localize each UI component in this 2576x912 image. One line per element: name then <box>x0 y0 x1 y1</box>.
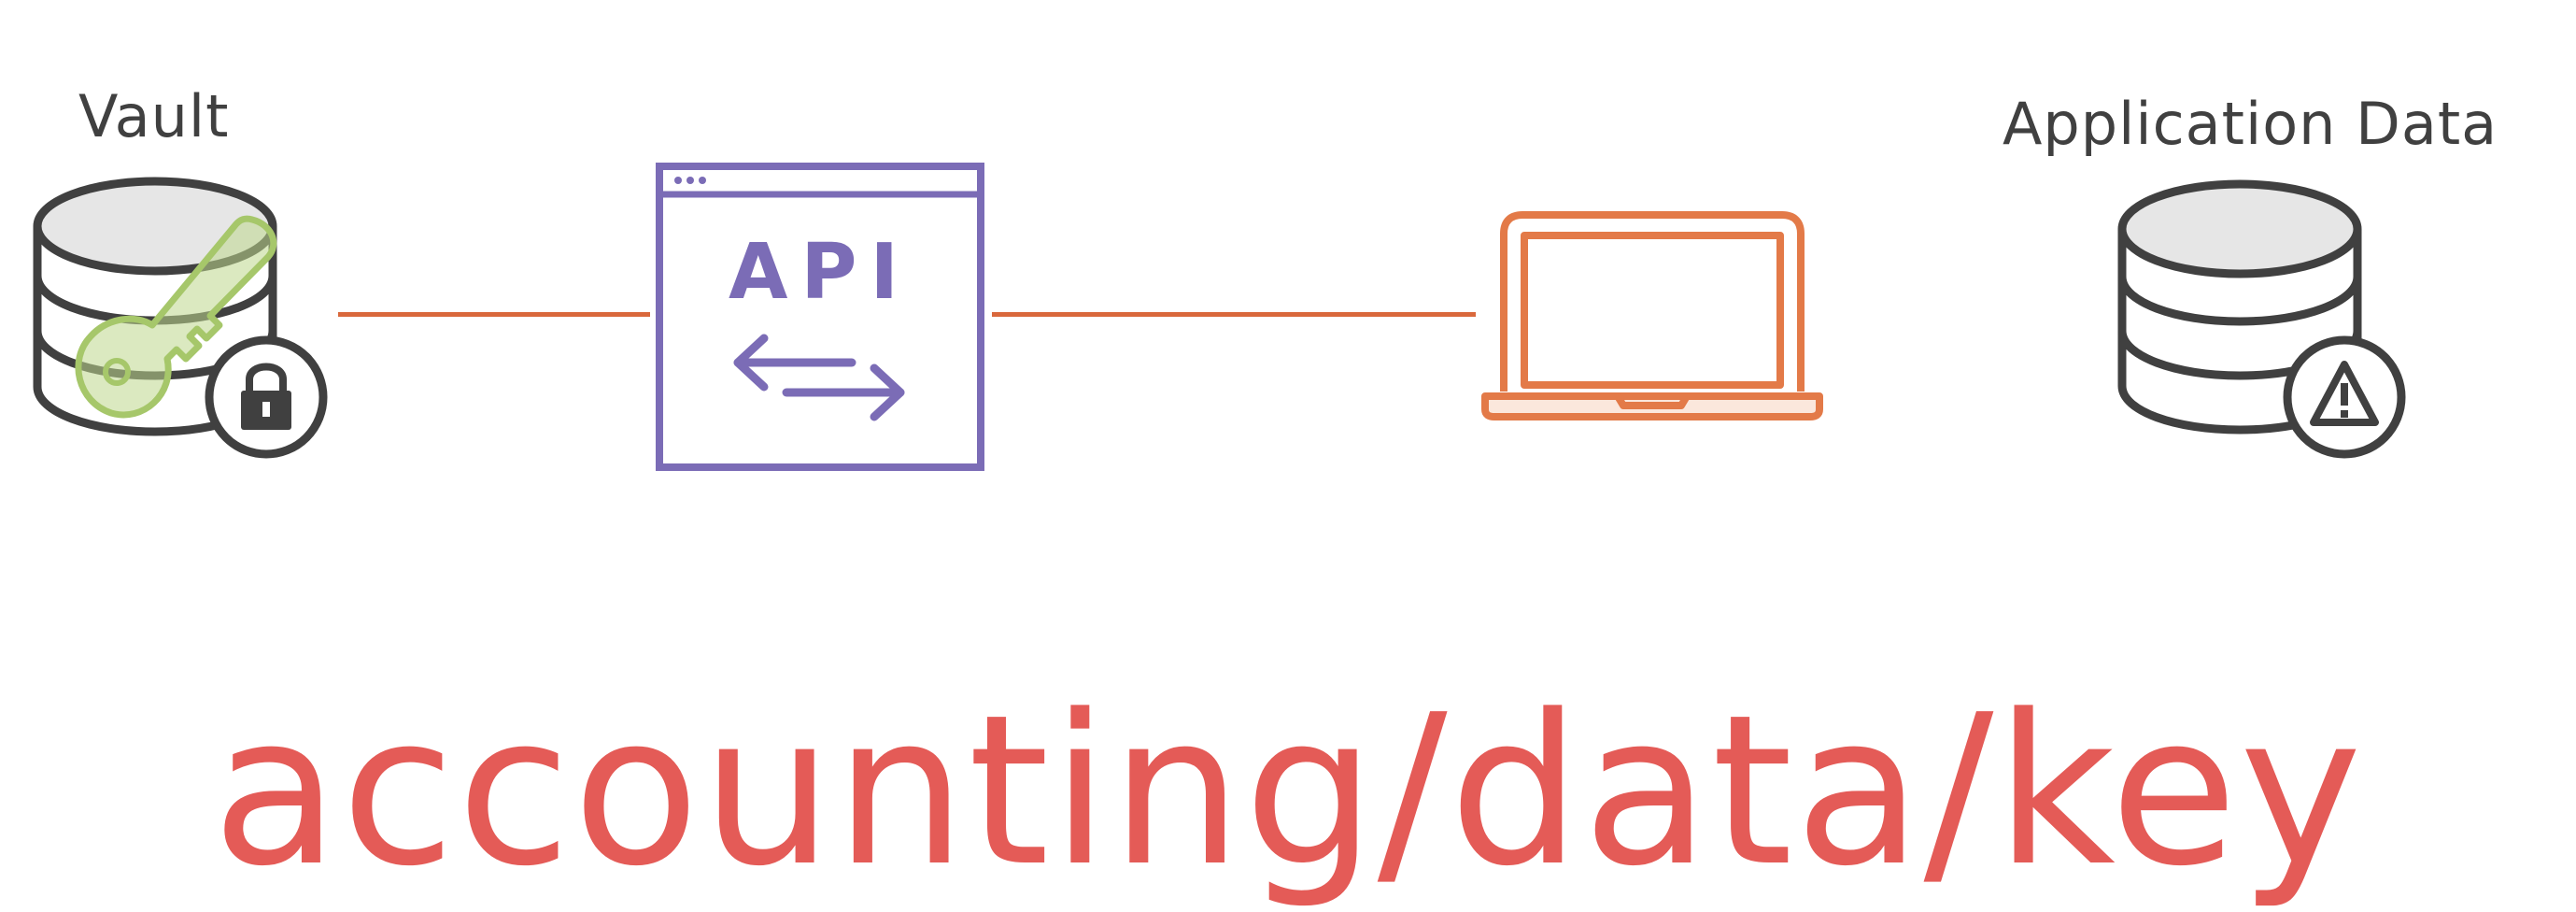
connector-vault-api <box>338 312 650 317</box>
api-text: API <box>728 228 913 317</box>
warning-icon <box>2283 335 2406 459</box>
connector-api-laptop <box>992 312 1476 317</box>
bidirectional-arrows-icon <box>733 334 905 421</box>
api-window-icon <box>656 163 984 471</box>
secret-path: accounting/data/key <box>212 671 2364 912</box>
api-window: API <box>656 163 984 471</box>
vault-label: Vault <box>78 82 230 150</box>
lock-icon <box>205 335 328 459</box>
laptop-icon <box>1481 211 1823 420</box>
application-data-label: Application Data <box>2003 90 2498 158</box>
key-icon <box>75 215 277 419</box>
